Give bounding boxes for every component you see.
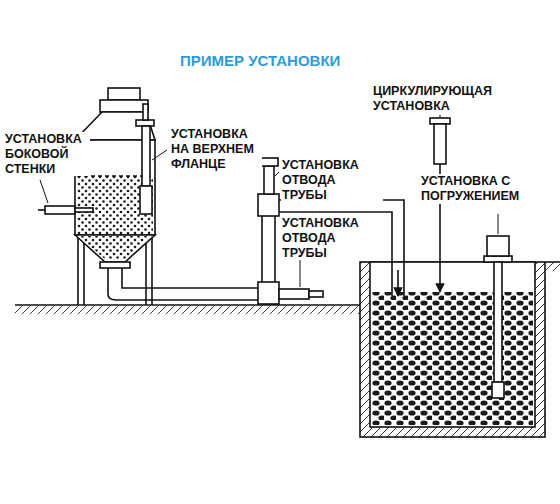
- installation-label: УСТАНОВКА НА ВЕРХНЕМ ФЛАНЦЕ: [170, 127, 262, 171]
- installation-label: УСТАНОВКА С ПОГРУЖЕНИЕМ: [420, 174, 540, 204]
- installation-label: ЦИРКУЛИРУЮЩАЯ УСТАНОВКА: [372, 84, 494, 114]
- installation-label: УСТАНОВКА БОКОВОЙ СТЕНКИ: [4, 132, 90, 176]
- installation-label: УСТАНОВКА ОТВОДА ТРУБЫ: [281, 158, 383, 202]
- title: ПРИМЕР УСТАНОВКИ: [180, 52, 340, 69]
- installation-label: УСТАНОВКА ОТВОДА ТРУБЫ: [281, 216, 383, 260]
- line-art: [15, 88, 560, 437]
